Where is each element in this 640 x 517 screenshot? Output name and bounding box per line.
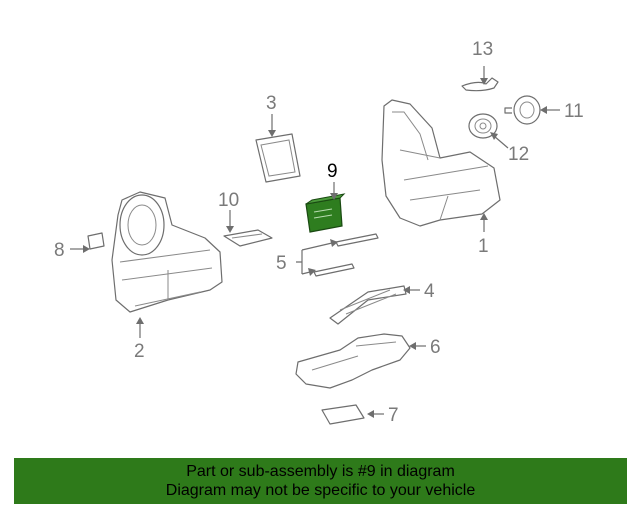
part-4-heater-core xyxy=(329,285,407,325)
callout-10: 10 xyxy=(218,190,239,211)
part-9-highlighted-module xyxy=(305,193,346,233)
leader-lines xyxy=(70,66,560,418)
part-7-filter-pad xyxy=(321,404,365,425)
callout-4: 4 xyxy=(424,281,435,302)
part-3-filter xyxy=(255,133,301,183)
callout-2: 2 xyxy=(134,341,145,362)
banner-line-1: Part or sub-assembly is #9 in diagram xyxy=(186,463,455,480)
callout-8: 8 xyxy=(54,240,65,261)
callout-11: 11 xyxy=(564,101,584,122)
part-1-housing-right xyxy=(381,99,501,227)
part-8-clip xyxy=(87,232,105,250)
callout-5: 5 xyxy=(276,253,287,274)
part-2-housing-left xyxy=(111,191,223,313)
part-13-connector xyxy=(461,77,499,92)
part-5-strips xyxy=(313,233,379,277)
part-11-motor xyxy=(504,95,541,125)
callout-1: 1 xyxy=(478,236,489,257)
callout-6: 6 xyxy=(430,337,441,358)
part-6-lower-case xyxy=(295,333,411,389)
callout-12: 12 xyxy=(508,144,529,165)
info-banner: Part or sub-assembly is #9 in diagram Di… xyxy=(14,458,627,504)
banner-line-2: Diagram may not be specific to your vehi… xyxy=(165,482,476,499)
callout-7: 7 xyxy=(388,405,399,426)
callout-13: 13 xyxy=(472,39,493,60)
callout-3: 3 xyxy=(266,93,277,114)
callout-9: 9 xyxy=(327,161,338,182)
part-10-actuator xyxy=(223,229,273,247)
